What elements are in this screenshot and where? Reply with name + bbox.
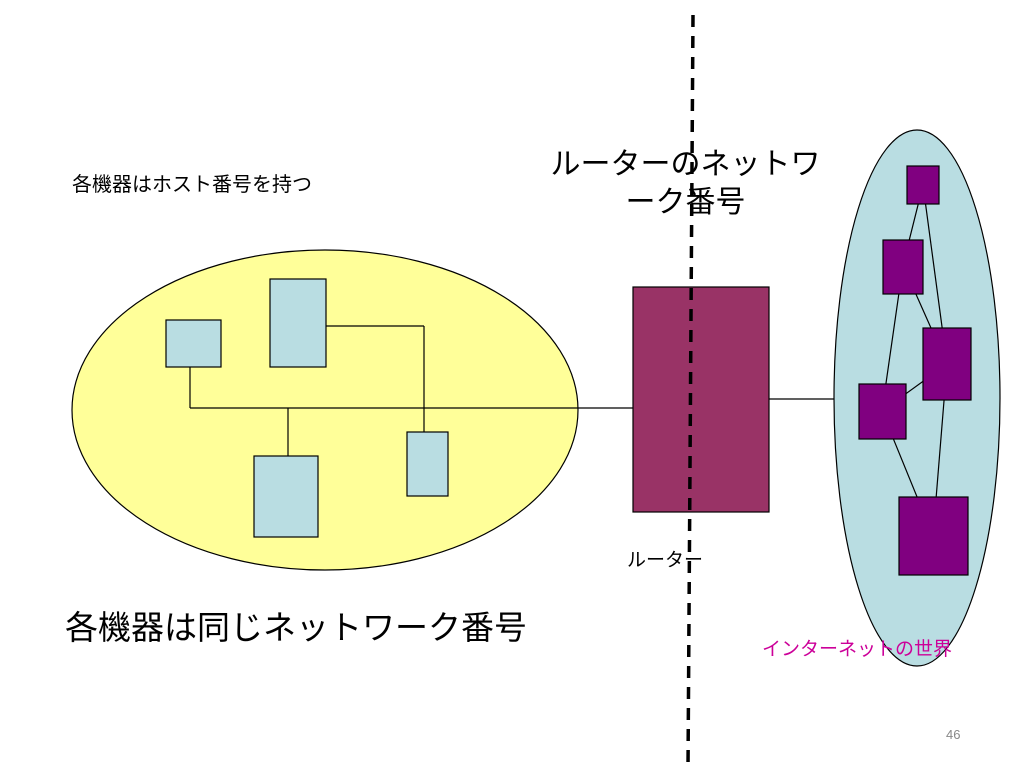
internet-node — [906, 165, 940, 205]
lan-device — [269, 278, 327, 368]
lan-device — [406, 431, 449, 497]
router-box — [632, 286, 770, 513]
router-label: ルーター — [627, 549, 704, 571]
lan-device — [253, 455, 319, 538]
internet-node — [882, 239, 924, 295]
internet-node — [922, 327, 972, 401]
lan-wiring — [189, 325, 834, 456]
lan-devices — [165, 278, 449, 538]
internet-world-label: インターネットの世界 — [762, 638, 953, 660]
internet-node — [858, 383, 907, 440]
lan-network-number-label: 各機器は同じネットワーク番号 — [65, 608, 527, 647]
page-number: 46 — [946, 727, 961, 742]
internet-node — [898, 496, 969, 576]
router-network-number-label: ルーターのネットワーク番号 — [550, 147, 821, 220]
host-number-label: 各機器はホスト番号を持つ — [72, 172, 312, 196]
internet-nodes — [858, 165, 972, 576]
lan-device — [165, 319, 222, 368]
